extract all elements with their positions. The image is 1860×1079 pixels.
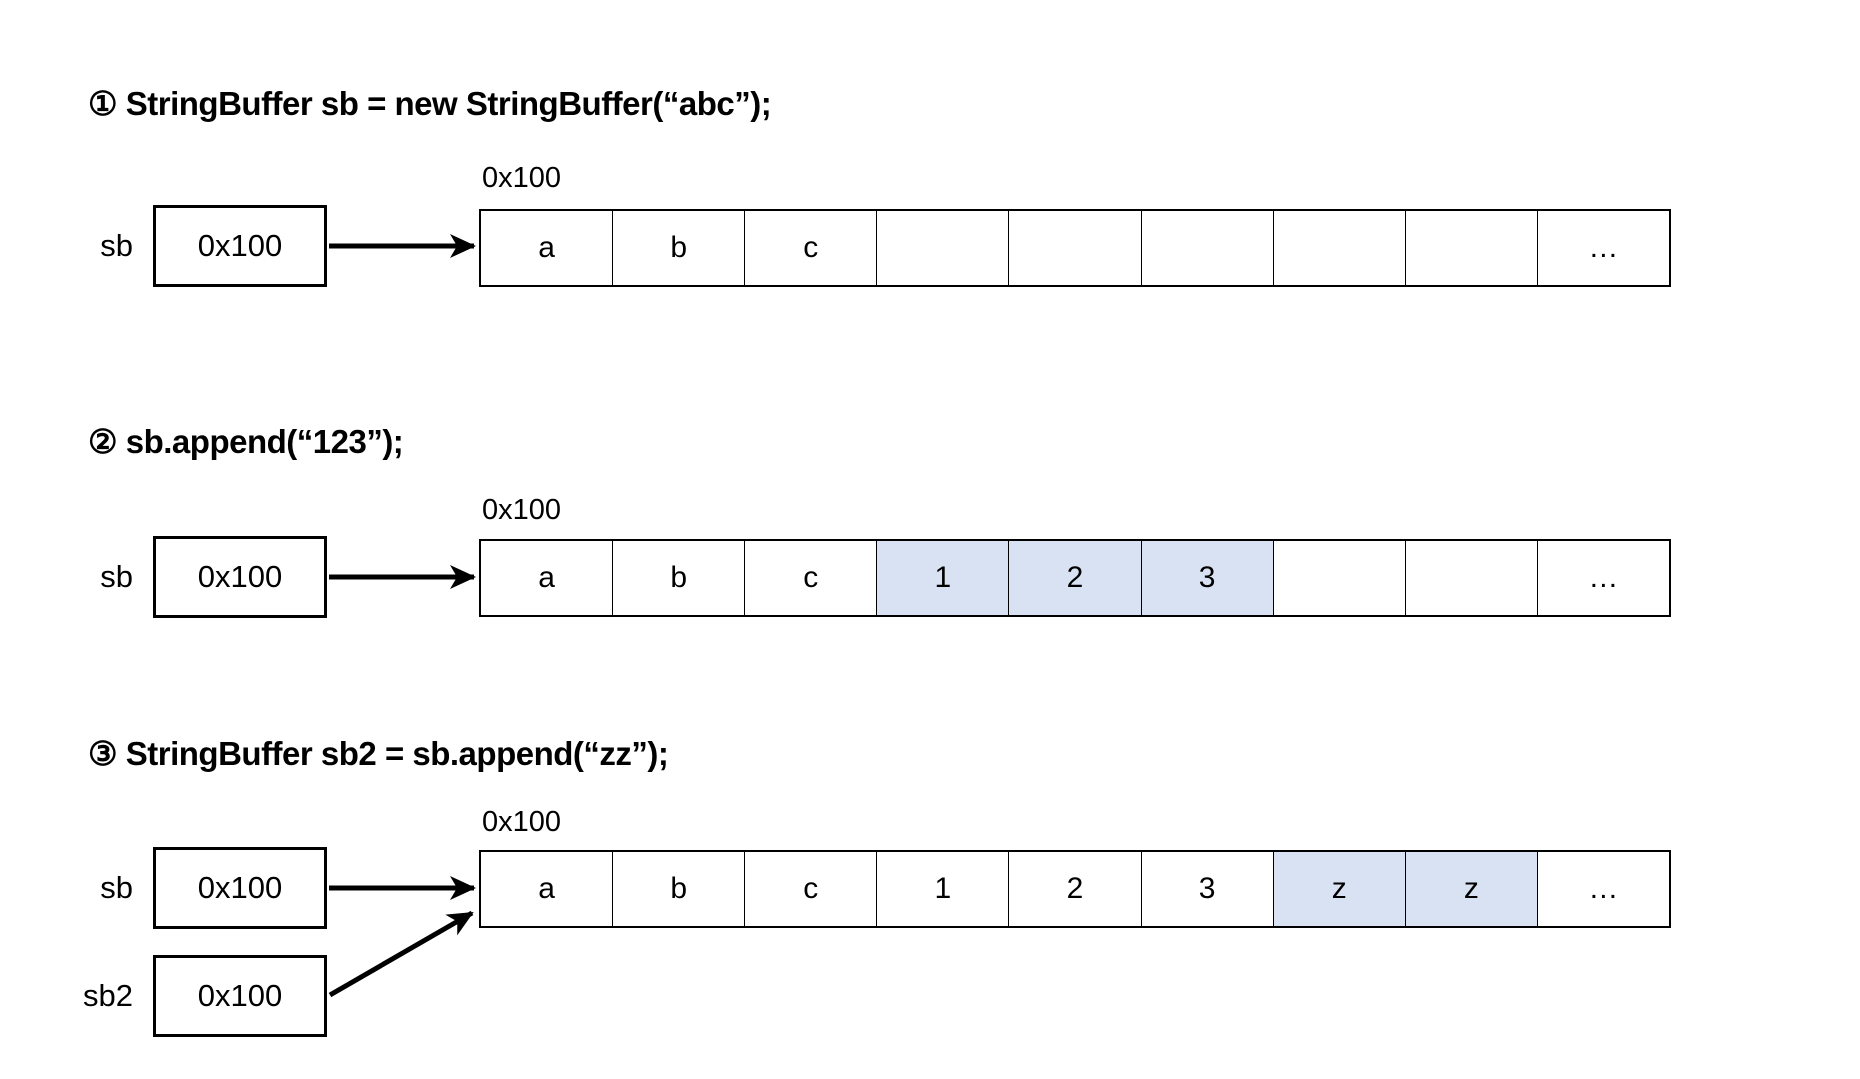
pointer-var-value: 0x100 bbox=[197, 978, 283, 1013]
pointer-var-name-sb2: sb2 bbox=[83, 978, 133, 1013]
array-cell: c bbox=[745, 541, 878, 615]
pointer-var-box-sb: 0x100 bbox=[153, 536, 327, 618]
arrow-sb2-to-array-step3 bbox=[328, 910, 474, 998]
array-address-label: 0x100 bbox=[482, 494, 562, 526]
array-address-label: 0x100 bbox=[482, 162, 562, 194]
array-address-label: 0x100 bbox=[482, 806, 562, 838]
array-cell bbox=[877, 211, 1010, 285]
array-cell: b bbox=[613, 541, 746, 615]
array-cell bbox=[1274, 541, 1406, 615]
array-cell: c bbox=[745, 852, 878, 926]
array-cell: b bbox=[613, 852, 746, 926]
array-cell bbox=[1142, 211, 1274, 285]
array-cell: 1 bbox=[877, 852, 1010, 926]
array-cell: 3 bbox=[1142, 852, 1274, 926]
array-cell: … bbox=[1588, 872, 1619, 905]
array-cell: b bbox=[613, 211, 746, 285]
array-cell bbox=[1009, 211, 1142, 285]
pointer-var-value: 0x100 bbox=[197, 559, 283, 594]
pointer-var-name-sb: sb bbox=[100, 228, 133, 263]
array-cell: … bbox=[1588, 561, 1619, 594]
pointer-var-box-sb: 0x100 bbox=[153, 847, 327, 929]
array-cell: 2 bbox=[1009, 541, 1142, 615]
heap-array: a b c 1 2 3 z z … bbox=[479, 850, 1671, 928]
array-cell: 3 bbox=[1141, 541, 1274, 615]
array-cell bbox=[1274, 211, 1406, 285]
array-cell: … bbox=[1588, 231, 1619, 264]
array-cell bbox=[1406, 211, 1538, 285]
array-cell: a bbox=[481, 211, 614, 285]
pointer-var-box-sb: 0x100 bbox=[153, 205, 327, 287]
array-cell: z bbox=[1273, 852, 1406, 926]
heap-array: a b c … bbox=[479, 209, 1671, 287]
step-3-heading: ③ StringBuffer sb2 = sb.append(“zz”); bbox=[88, 735, 669, 772]
step-1-heading: ① StringBuffer sb = new StringBuffer(“ab… bbox=[88, 85, 772, 122]
pointer-var-name-sb: sb bbox=[100, 559, 133, 594]
array-cell: a bbox=[481, 852, 614, 926]
array-cell: z bbox=[1405, 852, 1538, 926]
pointer-var-box-sb2: 0x100 bbox=[153, 955, 327, 1037]
pointer-var-name-sb: sb bbox=[100, 870, 133, 905]
pointer-var-value: 0x100 bbox=[197, 870, 283, 905]
array-cell: c bbox=[745, 211, 878, 285]
array-cell: a bbox=[481, 541, 614, 615]
array-cell: 1 bbox=[877, 541, 1010, 615]
pointer-var-value: 0x100 bbox=[197, 228, 283, 263]
step-2-heading: ② sb.append(“123”); bbox=[88, 423, 404, 460]
heap-array: a b c 1 2 3 … bbox=[479, 539, 1671, 617]
array-cell: 2 bbox=[1009, 852, 1142, 926]
array-cell bbox=[1406, 541, 1538, 615]
